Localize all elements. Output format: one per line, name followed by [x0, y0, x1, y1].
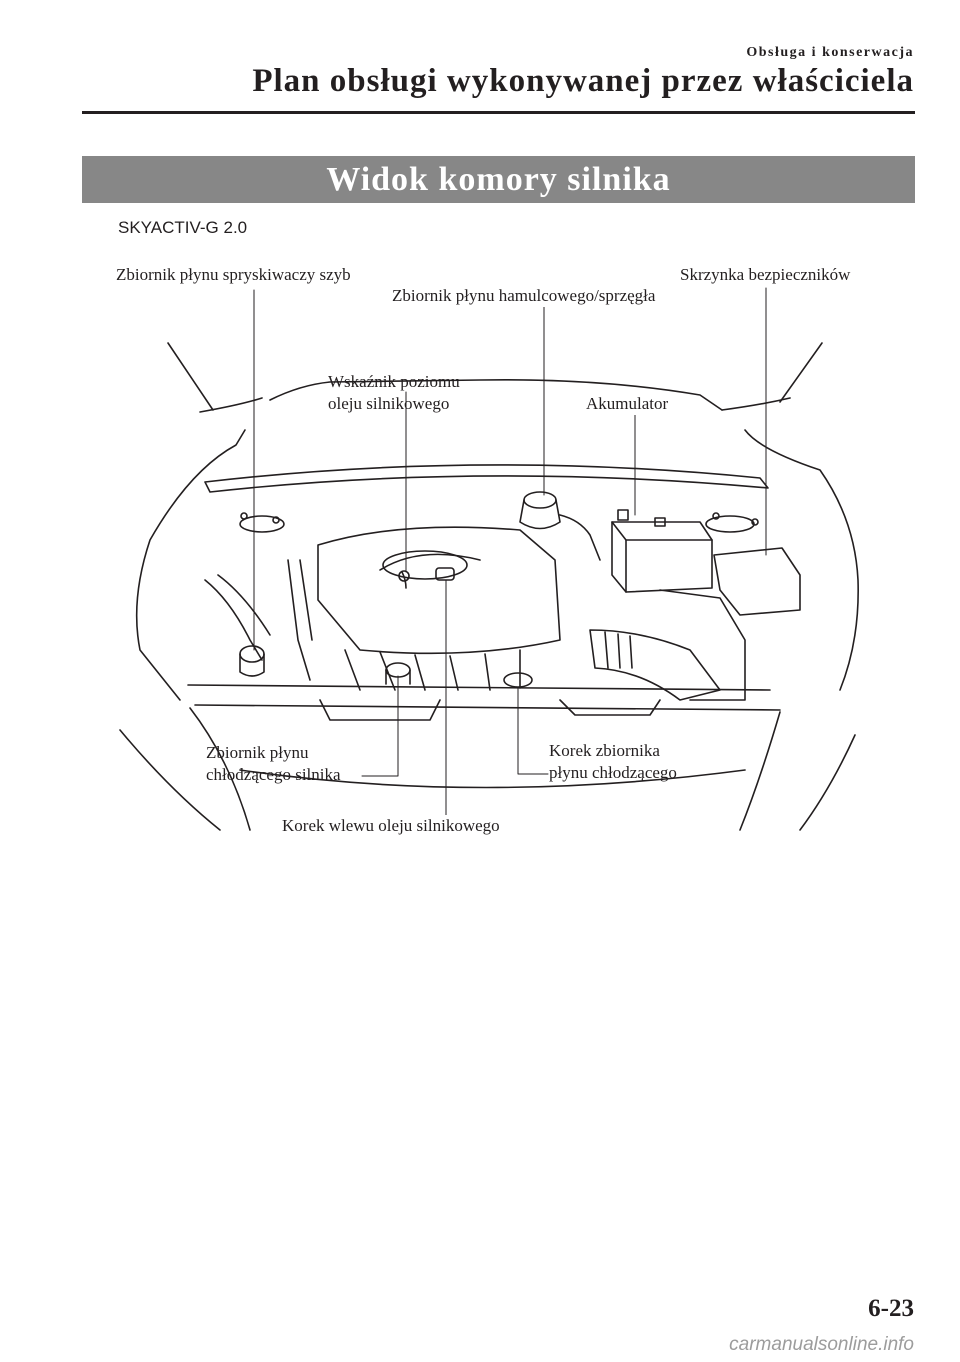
fender-left [135, 429, 246, 701]
strut-left [239, 515, 285, 533]
bumper-line [239, 769, 746, 789]
strut-right [705, 515, 755, 533]
section-label: Obsługa i konserwacja [746, 45, 914, 60]
washer-reservoir-cap [239, 645, 265, 663]
cowl-right [721, 397, 791, 411]
callout-dipstick-line1: Wskaźnik poziomu [328, 372, 460, 391]
callout-washer-reservoir: Zbiornik płynu spryskiwaczy szyb [116, 264, 351, 286]
intake-ribs [344, 649, 521, 691]
watermark: carmanualsonline.info [729, 1334, 914, 1355]
callout-fuse-block: Skrzynka bezpieczników [680, 264, 851, 286]
air-box [659, 589, 746, 701]
engine-compartment-diagram [119, 287, 859, 831]
hood-hinge-left [167, 342, 214, 411]
leader-coolant-cap [517, 687, 549, 775]
front-lower-right [739, 711, 781, 831]
callout-coolant-reservoir-line2: chłodzącego silnika [206, 765, 341, 784]
cowl-left [199, 397, 263, 413]
title-rule [82, 111, 915, 114]
callout-oil-filler-cap: Korek wlewu oleju silnikowego [282, 815, 500, 837]
callout-coolant-cap-line2: płynu chłodzącego [549, 763, 677, 782]
callout-dipstick-line2: oleju silnikowego [328, 394, 450, 413]
hose-left [204, 579, 263, 661]
fender-right [744, 429, 859, 691]
radiator-cap [503, 672, 533, 688]
callout-coolant-reservoir: Zbiornik płynu chłodzącego silnika [206, 742, 341, 786]
page-number: 6-23 [868, 1295, 914, 1322]
fuse-block [713, 547, 801, 616]
oil-filler-cap [435, 567, 455, 581]
brake-reservoir-cap [523, 491, 557, 509]
engine-cover [317, 526, 561, 655]
banner-title: Widok komory silnika [326, 161, 671, 198]
dipstick [401, 571, 407, 589]
battery [611, 521, 713, 593]
leader-coolant-reservoir [361, 675, 399, 777]
engine-cover-opening [382, 550, 468, 580]
page-title: Plan obsługi wykonywanej przez właścicie… [252, 63, 914, 99]
callout-coolant-cap-line1: Korek zbiornika [549, 741, 660, 760]
cowl-panel [204, 464, 769, 493]
coolant-reservoir-cap [385, 662, 411, 678]
callout-coolant-reservoir-line1: Zbiornik płynu [206, 743, 309, 762]
callout-dipstick: Wskaźnik poziomu oleju silnikowego [328, 371, 460, 415]
front-lower-left [189, 707, 251, 831]
cowl-top [269, 379, 723, 411]
engine-subheading: SKYACTIV-G 2.0 [118, 218, 248, 237]
radiator-support-top [187, 684, 771, 691]
leader-lines [253, 287, 767, 816]
callout-brake-clutch-reservoir: Zbiornik płynu hamulcowego/sprzęgła [392, 285, 656, 307]
hood-hinge-right [779, 342, 823, 403]
section-banner: Widok komory silnika [82, 156, 915, 203]
callout-battery: Akumulator [586, 393, 669, 415]
callout-coolant-cap: Korek zbiornika płynu chłodzącego [549, 740, 677, 784]
